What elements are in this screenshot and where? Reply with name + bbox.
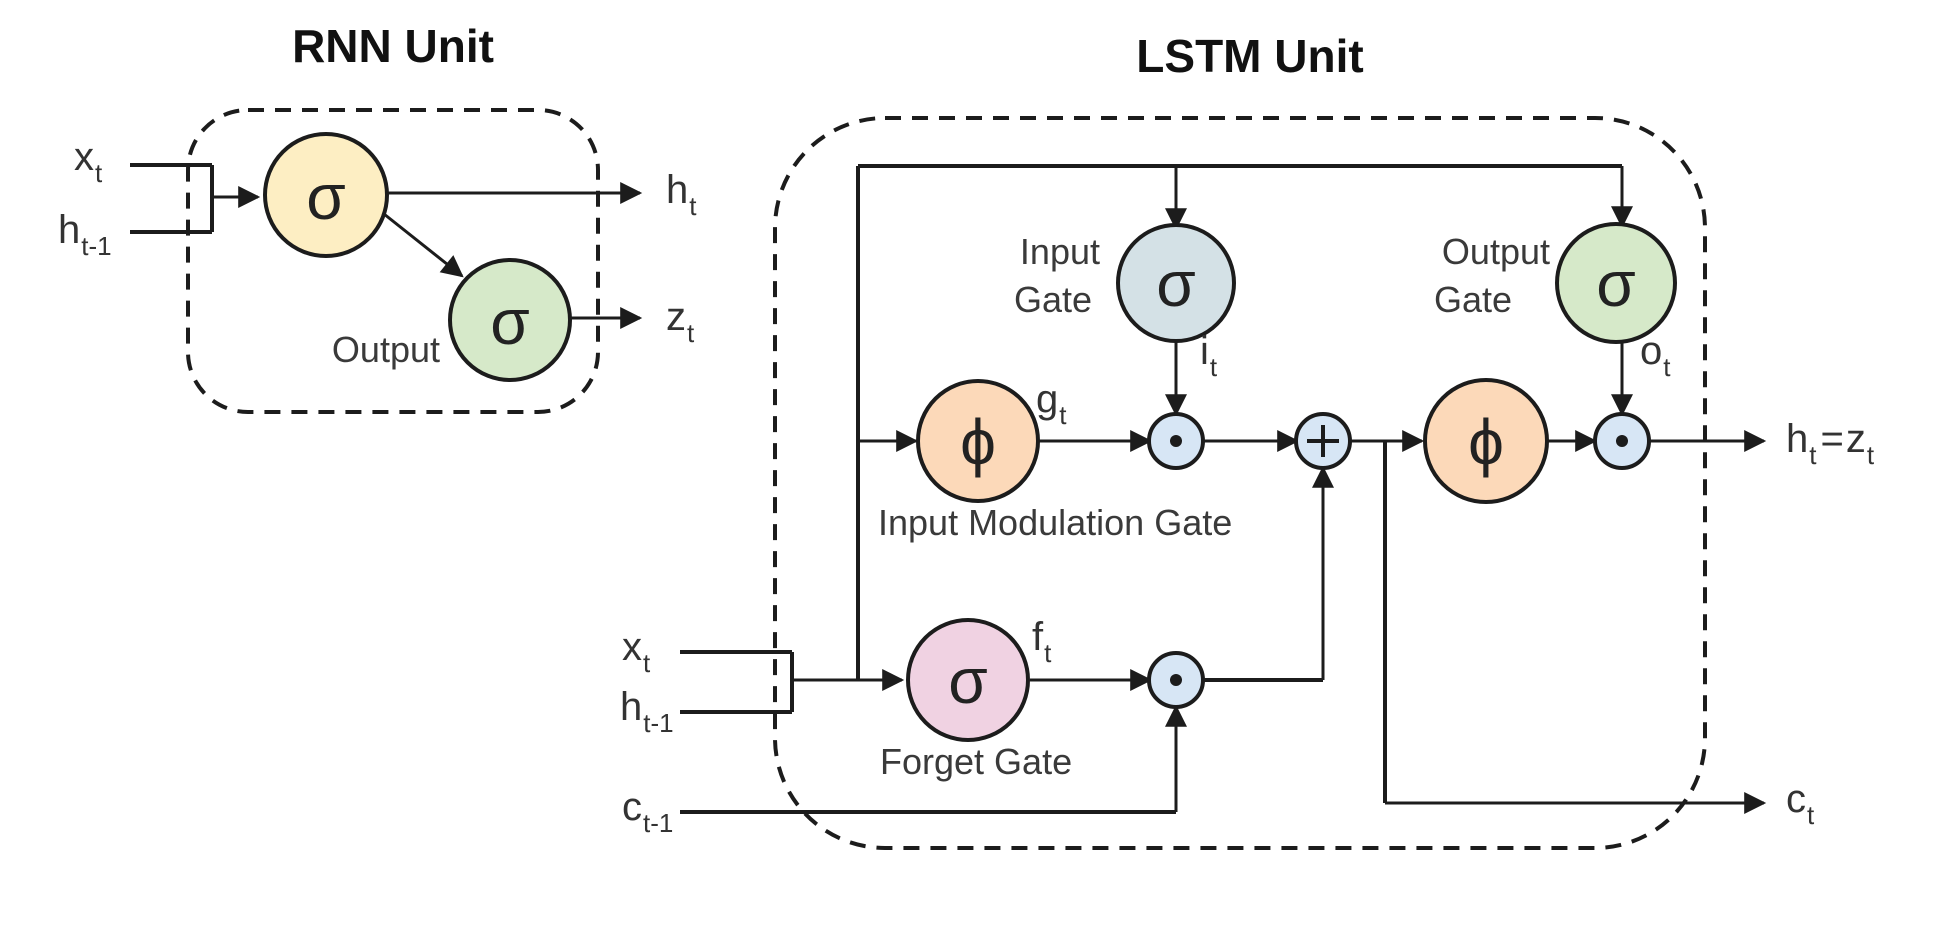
lstm-input-gate-output-label: it xyxy=(1200,329,1218,382)
svg-text:ht: ht xyxy=(666,168,697,221)
rnn-output-sigma-node: σ xyxy=(448,258,572,382)
rnn-unit-boundary xyxy=(186,108,600,414)
rnn-hidden-sigma-node: σ xyxy=(263,132,389,258)
rnn-title: RNN Unit xyxy=(292,20,494,72)
lstm-input-gate-label-line2: Gate xyxy=(1014,279,1092,320)
svg-text:zt: zt xyxy=(666,295,695,348)
svg-text:σ: σ xyxy=(1596,248,1636,320)
lstm-wires xyxy=(680,164,1767,814)
svg-text:ct-1: ct-1 xyxy=(622,785,673,838)
lstm-cell-tanh-node: ϕ xyxy=(1423,378,1549,504)
lstm-forget-gate-label: Forget Gate xyxy=(880,741,1072,782)
rnn-input-x-label: xt xyxy=(74,135,103,188)
lstm-input-modulation-gate-node: ϕ xyxy=(916,379,1040,503)
lstm-output-multiply-operator xyxy=(1593,412,1651,470)
svg-text:σ: σ xyxy=(1156,248,1196,320)
svg-text:xt: xt xyxy=(74,135,103,188)
svg-text:σ: σ xyxy=(306,161,346,233)
lstm-output-gate-label-line2: Gate xyxy=(1434,279,1512,320)
svg-text:σ: σ xyxy=(948,645,988,717)
lstm-input-gate-node: σ xyxy=(1116,223,1236,343)
svg-text:it: it xyxy=(1200,329,1218,382)
lstm-output-h-label: ht=zt xyxy=(1786,417,1875,470)
svg-text:ϕ: ϕ xyxy=(1468,406,1504,478)
rnn-input-wires xyxy=(130,163,261,234)
rnn-output-h-label: ht xyxy=(666,168,697,221)
svg-text:ct: ct xyxy=(1786,777,1815,830)
svg-text:σ: σ xyxy=(490,286,530,358)
lstm-input-multiply-operator xyxy=(1147,412,1205,470)
lstm-input-x-label: xt xyxy=(622,625,651,678)
svg-text:ht-1: ht-1 xyxy=(620,685,674,738)
lstm-output-c-label: ct xyxy=(1786,777,1815,830)
lstm-input-gate-label-line1: Input xyxy=(1020,231,1100,272)
rnn-output-label: Output xyxy=(332,329,440,370)
lstm-modulation-output-label: gt xyxy=(1036,377,1067,430)
svg-text:xt: xt xyxy=(622,625,651,678)
rnn-input-h-label: ht-1 xyxy=(58,208,112,261)
svg-text:ht-1: ht-1 xyxy=(58,208,112,261)
svg-text:ot: ot xyxy=(1640,329,1671,382)
svg-text:ϕ: ϕ xyxy=(960,406,996,478)
svg-text:ht=zt: ht=zt xyxy=(1786,417,1875,470)
lstm-input-modulation-gate-label: Input Modulation Gate xyxy=(878,502,1232,543)
svg-text:ft: ft xyxy=(1032,615,1052,668)
lstm-title: LSTM Unit xyxy=(1136,30,1363,82)
lstm-input-h-label: ht-1 xyxy=(620,685,674,738)
rnn-output-z-label: zt xyxy=(666,295,695,348)
lstm-sum-operator xyxy=(1294,412,1352,470)
lstm-unit-boundary xyxy=(773,116,1707,850)
lstm-forget-multiply-operator xyxy=(1147,651,1205,709)
lstm-forget-output-label: ft xyxy=(1032,615,1052,668)
lstm-output-gate-output-label: ot xyxy=(1640,329,1671,382)
lstm-forget-gate-node: σ xyxy=(906,618,1030,742)
lstm-output-gate-node: σ xyxy=(1555,222,1677,344)
lstm-output-gate-label-line1: Output xyxy=(1442,231,1550,272)
rnn-output-wires xyxy=(383,182,643,329)
svg-text:gt: gt xyxy=(1036,377,1067,430)
lstm-input-c-label: ct-1 xyxy=(622,785,673,838)
